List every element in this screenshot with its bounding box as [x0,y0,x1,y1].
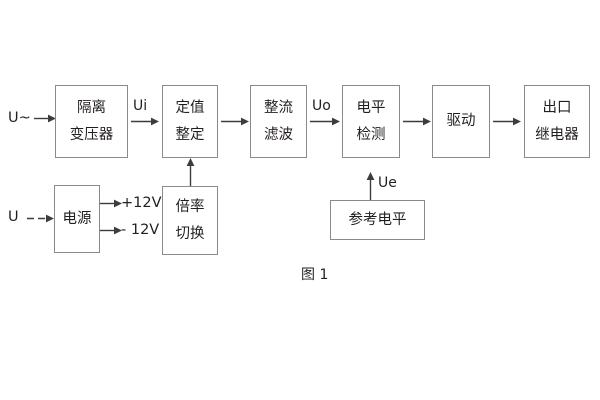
signal-ui-label: Ui [133,98,148,114]
box-multiplier-switch: 倍率 切换 [162,186,218,255]
input-ac-label: U~ [8,110,31,126]
box-drive-line1: 驱动 [446,113,476,130]
box-reference-level-line1: 参考电平 [348,211,407,228]
box-setpoint-setting: 定值 整定 [162,85,218,158]
arrow-rail-positive [100,199,122,208]
box-drive: 驱动 [432,85,490,158]
arrow-reference-to-level [366,172,375,200]
arrow-multiplier-to-setpoint [186,158,195,186]
box-output-relay: 出口 继电器 [524,85,590,158]
arrow-drive-to-output-relay [493,117,521,126]
signal-uo-label: Uo [312,98,331,114]
rail-negative-label: - 12V [121,222,160,238]
box-setpoint-setting-line1: 定值 [175,99,205,116]
box-multiplier-switch-line2: 切换 [175,226,205,242]
box-isolation-transformer-line2: 变压器 [69,127,114,143]
box-level-detection: 电平 检测 [342,85,400,158]
box-power-supply: 电源 [54,185,100,253]
box-power-supply-line1: 电源 [62,210,92,227]
box-rectify-filter-line1: 整流 [264,99,293,116]
arrow-level-to-drive [403,117,431,126]
box-setpoint-setting-line2: 整定 [175,127,205,143]
box-output-relay-line2: 继电器 [535,127,579,143]
box-rectify-filter: 整流 滤波 [250,85,307,158]
box-reference-level: 参考电平 [330,200,425,240]
box-isolation-transformer: 隔离 变压器 [55,85,128,158]
input-dc-label: U [8,209,19,225]
arrow-rectify-to-level [310,117,340,126]
arrow-input-dc-to-power-supply [26,214,54,223]
arrow-isolation-to-setpoint [131,117,159,126]
arrow-rail-negative [100,226,122,235]
figure-caption: 图 1 [301,267,329,283]
box-rectify-filter-line2: 滤波 [264,127,293,143]
rail-positive-label: +12V [121,195,162,211]
box-level-detection-line1: 电平 [356,99,386,116]
box-level-detection-line2: 检测 [356,127,386,143]
box-multiplier-switch-line1: 倍率 [175,198,205,215]
signal-ue-label: Ue [378,175,397,191]
box-isolation-transformer-line1: 隔离 [77,99,106,116]
arrow-input-to-isolation [34,114,56,123]
arrow-setpoint-to-rectify [221,117,249,126]
box-output-relay-line1: 出口 [542,99,572,116]
